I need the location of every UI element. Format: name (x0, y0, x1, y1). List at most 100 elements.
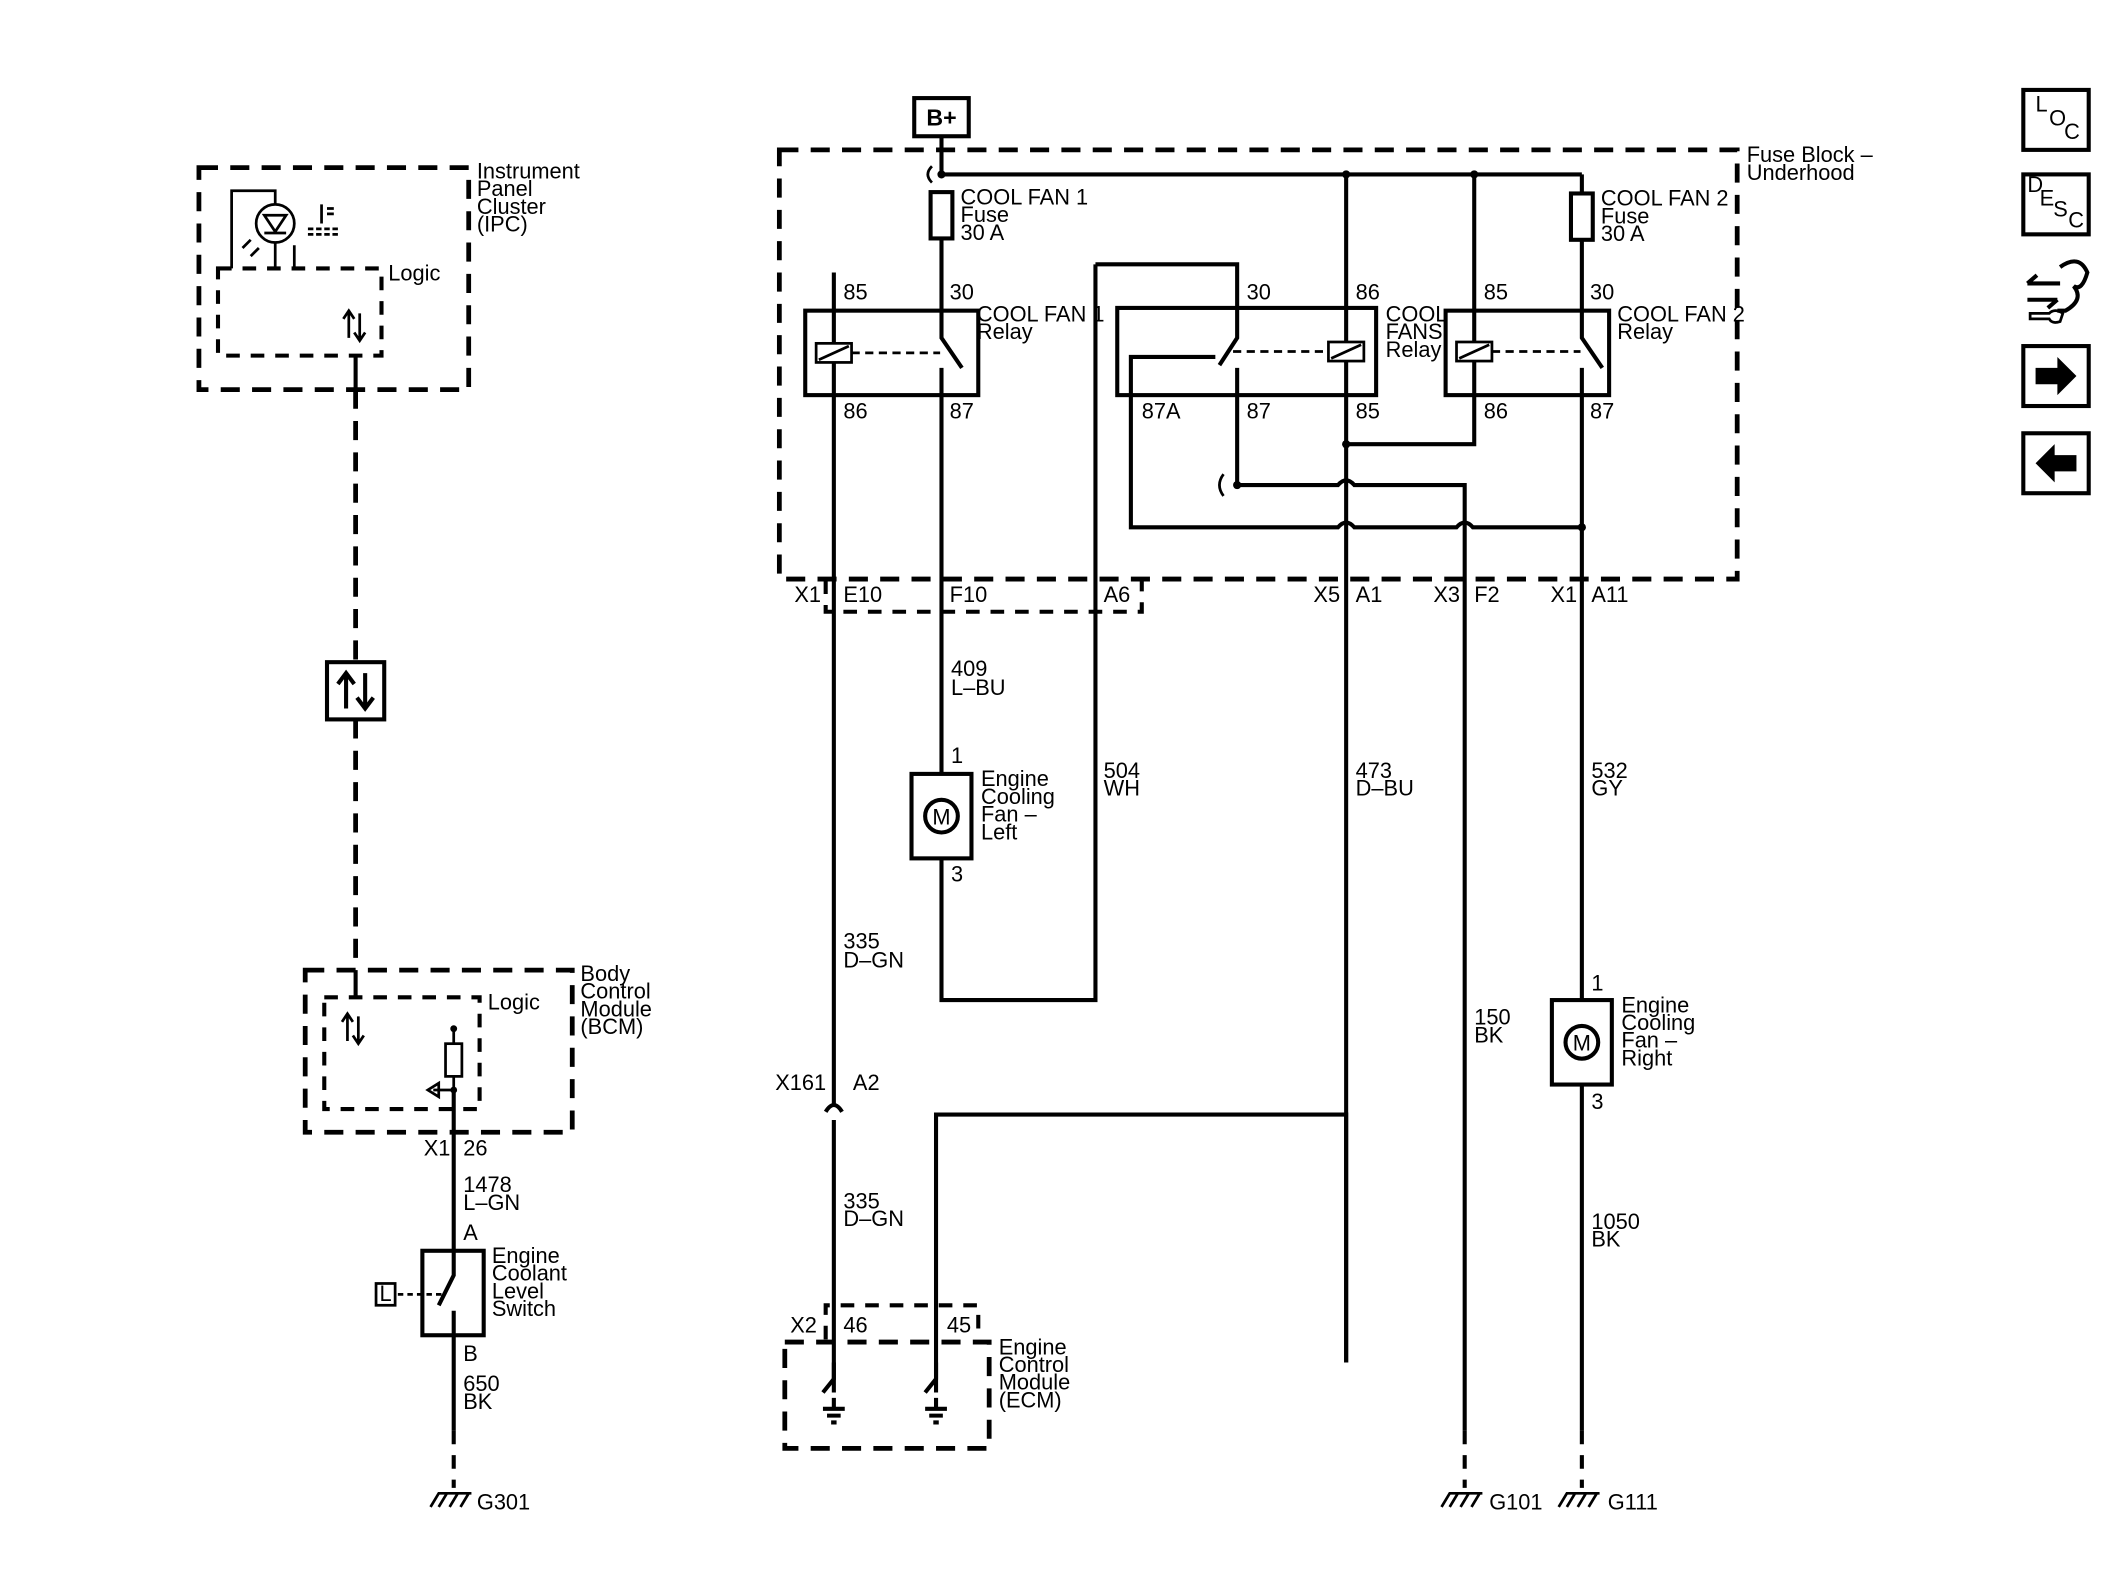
ipc-label-4: (IPC) (477, 212, 528, 237)
ecm-label-1: Engine (999, 1334, 1067, 1359)
ipc-label-3: Cluster (477, 194, 546, 219)
wire-1478-num: 1478 (463, 1172, 512, 1197)
relay-fans-label-1: COOL (1386, 302, 1448, 327)
next-page-button[interactable] (2021, 344, 2091, 409)
switch-label-2: Coolant (492, 1261, 567, 1286)
wire-473-num: 473 (1356, 758, 1392, 783)
wire-409-color: L–BU (951, 675, 1006, 700)
bcm-logic-label: Logic (488, 990, 540, 1015)
prev-arrow-icon (2035, 444, 2077, 483)
conn-x3: X3 (1433, 582, 1460, 607)
relay-fans-pin-87: 87 (1247, 398, 1271, 423)
ground-g111-icon (1557, 1491, 1600, 1508)
relay-fans-pin-86: 86 (1356, 280, 1380, 305)
fuse1-label-3: 30 A (961, 220, 1005, 245)
fan-left-label-4: Left (981, 819, 1017, 844)
battery-positive-terminal: B+ (912, 96, 971, 139)
splice-dot (937, 170, 946, 179)
wire-473-color: D–BU (1356, 776, 1414, 801)
fans85-to-relay2-86 (1344, 395, 1477, 447)
conn-x161: X161 (775, 1070, 826, 1095)
fuse-block-label-1: Fuse Block – (1747, 142, 1874, 167)
fan-right-pin-3: 3 (1591, 1089, 1603, 1114)
loc-button[interactable]: L O C (2021, 87, 2091, 152)
bus-jumper (926, 165, 933, 184)
relay-fans-label-3: Relay (1386, 337, 1442, 362)
desc-button[interactable]: D E S C (2021, 172, 2091, 237)
relay2-pin-86: 86 (1484, 398, 1508, 423)
fan-left-motor-symbol: M (932, 804, 950, 829)
bcm-pullup-resistor-icon (425, 1025, 464, 1100)
bcm-serial-data-icon (340, 1011, 365, 1047)
conn-f2: F2 (1474, 582, 1499, 607)
switch-level-tag: L (380, 1281, 392, 1306)
wire-650-num: 650 (463, 1371, 499, 1396)
wire-504-color: WH (1104, 776, 1140, 801)
switch-pin-b: B (463, 1341, 478, 1366)
relay2-pin-87: 87 (1590, 398, 1614, 423)
desc-icon: D (2027, 172, 2043, 197)
fan-left-pin-3: 3 (951, 862, 963, 887)
cool-fan-2-fuse (1568, 191, 1595, 242)
b-plus-bus (939, 136, 1582, 177)
prev-page-button[interactable] (2021, 431, 2091, 496)
engine-coolant-level-switch (374, 1248, 486, 1338)
conn-x1-left: X1 (794, 582, 821, 607)
wire-409-num: 409 (951, 656, 987, 681)
desc-letter-e: E (2040, 186, 2055, 211)
connector-tool-button[interactable] (2026, 259, 2090, 324)
loc-letter-o: O (2049, 105, 2066, 130)
conn-e10: E10 (843, 582, 882, 607)
wire-504 (939, 264, 1098, 1003)
ground-g301-label: G301 (477, 1490, 530, 1515)
fan-right-motor-symbol: M (1573, 1030, 1591, 1055)
wire-335a-color: D–GN (843, 947, 904, 972)
fan-right-label-3: Fan – (1621, 1028, 1678, 1053)
ecm-outline (782, 1339, 992, 1451)
desc-letter-s: S (2053, 197, 2068, 222)
loc-icon: L (2036, 92, 2048, 117)
relay1-pin-86: 86 (843, 398, 867, 423)
relay1-pin-30: 30 (950, 280, 974, 305)
coolant-temp-indicator-icon (241, 203, 338, 258)
ipc-label-1: Instrument (477, 158, 580, 183)
connector-tool-icon (2026, 259, 2090, 324)
switch-label-1: Engine (492, 1243, 560, 1268)
fan-left-pin-1: 1 (951, 743, 963, 768)
loc-letter-c: C (2064, 119, 2080, 144)
ipc-logic-outline (215, 266, 384, 358)
ipc-indicator-wiring (230, 189, 296, 269)
desc-letter-c: C (2068, 208, 2084, 233)
wire-335b-color: D–GN (843, 1206, 904, 1231)
ecm-label-3: Module (999, 1370, 1070, 1395)
relay1-label-1: COOL FAN 1 (977, 302, 1105, 327)
x161-connector (823, 1102, 844, 1113)
jumper (1218, 473, 1225, 497)
relay2-pin-30: 30 (1590, 280, 1614, 305)
fan-left-label-3: Fan – (981, 802, 1038, 827)
ecm-ground-switch-46 (821, 1362, 845, 1425)
fan-right-label-4: Right (1621, 1045, 1672, 1070)
fan-left-label-2: Cooling (981, 784, 1055, 809)
fuse2-label-3: 30 A (1601, 221, 1645, 246)
conn-a6: A6 (1104, 582, 1131, 607)
wire-335a-num: 335 (843, 928, 879, 953)
ground-g101-label: G101 (1489, 1490, 1542, 1515)
serial-data-symbol-icon (324, 660, 387, 722)
wire-650-color: BK (463, 1389, 493, 1414)
fan-left-label-1: Engine (981, 766, 1049, 791)
next-arrow-icon (2035, 356, 2077, 396)
conn-a11: A11 (1591, 582, 1628, 607)
bcm-conn-pin-26: 26 (463, 1135, 487, 1160)
relay-fans-pin-85: 85 (1356, 398, 1380, 423)
fuse2-label-2: Fuse (1601, 203, 1649, 228)
wire-532-color: GY (1591, 776, 1623, 801)
bcm-conn-x1: X1 (424, 1135, 451, 1160)
ground-g301-icon (429, 1491, 472, 1508)
conn-f10: F10 (950, 582, 988, 607)
conn-x1-right: X1 (1551, 582, 1578, 607)
wire-150-color: BK (1474, 1022, 1504, 1047)
relay-fans-pin-30: 30 (1247, 280, 1271, 305)
bcm-label-4: (BCM) (580, 1014, 643, 1039)
